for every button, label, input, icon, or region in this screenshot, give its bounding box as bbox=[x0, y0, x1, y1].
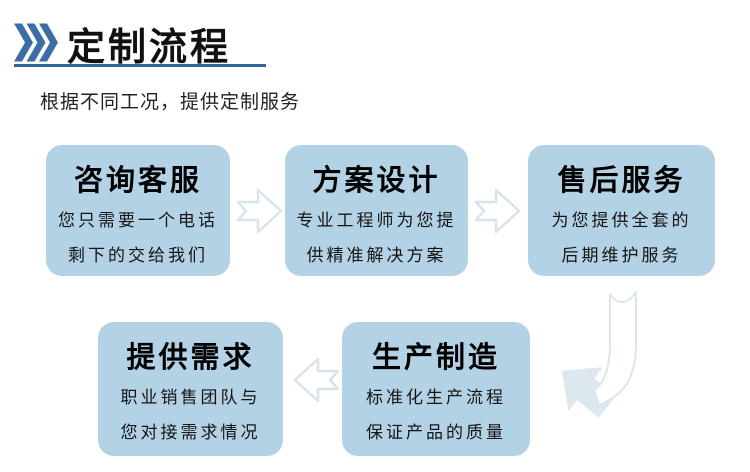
arrow-right-icon bbox=[236, 188, 283, 234]
step-title: 生产制造 bbox=[371, 342, 500, 374]
step-title: 提供需求 bbox=[126, 342, 255, 374]
step-description-line: 标准化生产流程 bbox=[366, 388, 506, 408]
step-title: 售后服务 bbox=[557, 165, 686, 197]
step-description-line: 剩下的交给我们 bbox=[68, 246, 208, 266]
section-subtitle: 根据不同工况，提供定制服务 bbox=[40, 92, 301, 113]
arrow-right-icon bbox=[474, 188, 521, 234]
step-description-line: 您对接需求情况 bbox=[120, 423, 261, 443]
step-box-design: 方案设计 专业工程师为您提 供精准解决方案 bbox=[285, 145, 468, 276]
step-description-line: 职业销售团队与 bbox=[120, 388, 261, 408]
step-box-requirements: 提供需求 职业销售团队与 您对接需求情况 bbox=[98, 322, 283, 456]
step-box-after-sales: 售后服务 为您提供全套的 后期维护服务 bbox=[528, 145, 715, 276]
triple-chevron-icon bbox=[14, 23, 58, 62]
step-title: 咨询客服 bbox=[73, 165, 202, 197]
step-box-consult: 咨询客服 您只需要一个电话 剩下的交给我们 bbox=[46, 145, 230, 276]
arrow-left-icon bbox=[293, 357, 340, 403]
step-box-production: 生产制造 标准化生产流程 保证产品的质量 bbox=[342, 322, 530, 456]
step-description-line: 保证产品的质量 bbox=[366, 423, 506, 443]
step-description-line: 为您提供全套的 bbox=[551, 211, 692, 231]
step-description-line: 后期维护服务 bbox=[561, 246, 682, 266]
step-description-line: 供精准解决方案 bbox=[306, 246, 447, 266]
step-description-line: 您只需要一个电话 bbox=[58, 211, 218, 231]
step-description-line: 专业工程师为您提 bbox=[296, 211, 457, 231]
step-title: 方案设计 bbox=[312, 165, 441, 197]
title-underline bbox=[14, 64, 266, 67]
arrow-curve-down-left-icon bbox=[561, 291, 637, 418]
page-title: 定制流程 bbox=[67, 27, 232, 69]
